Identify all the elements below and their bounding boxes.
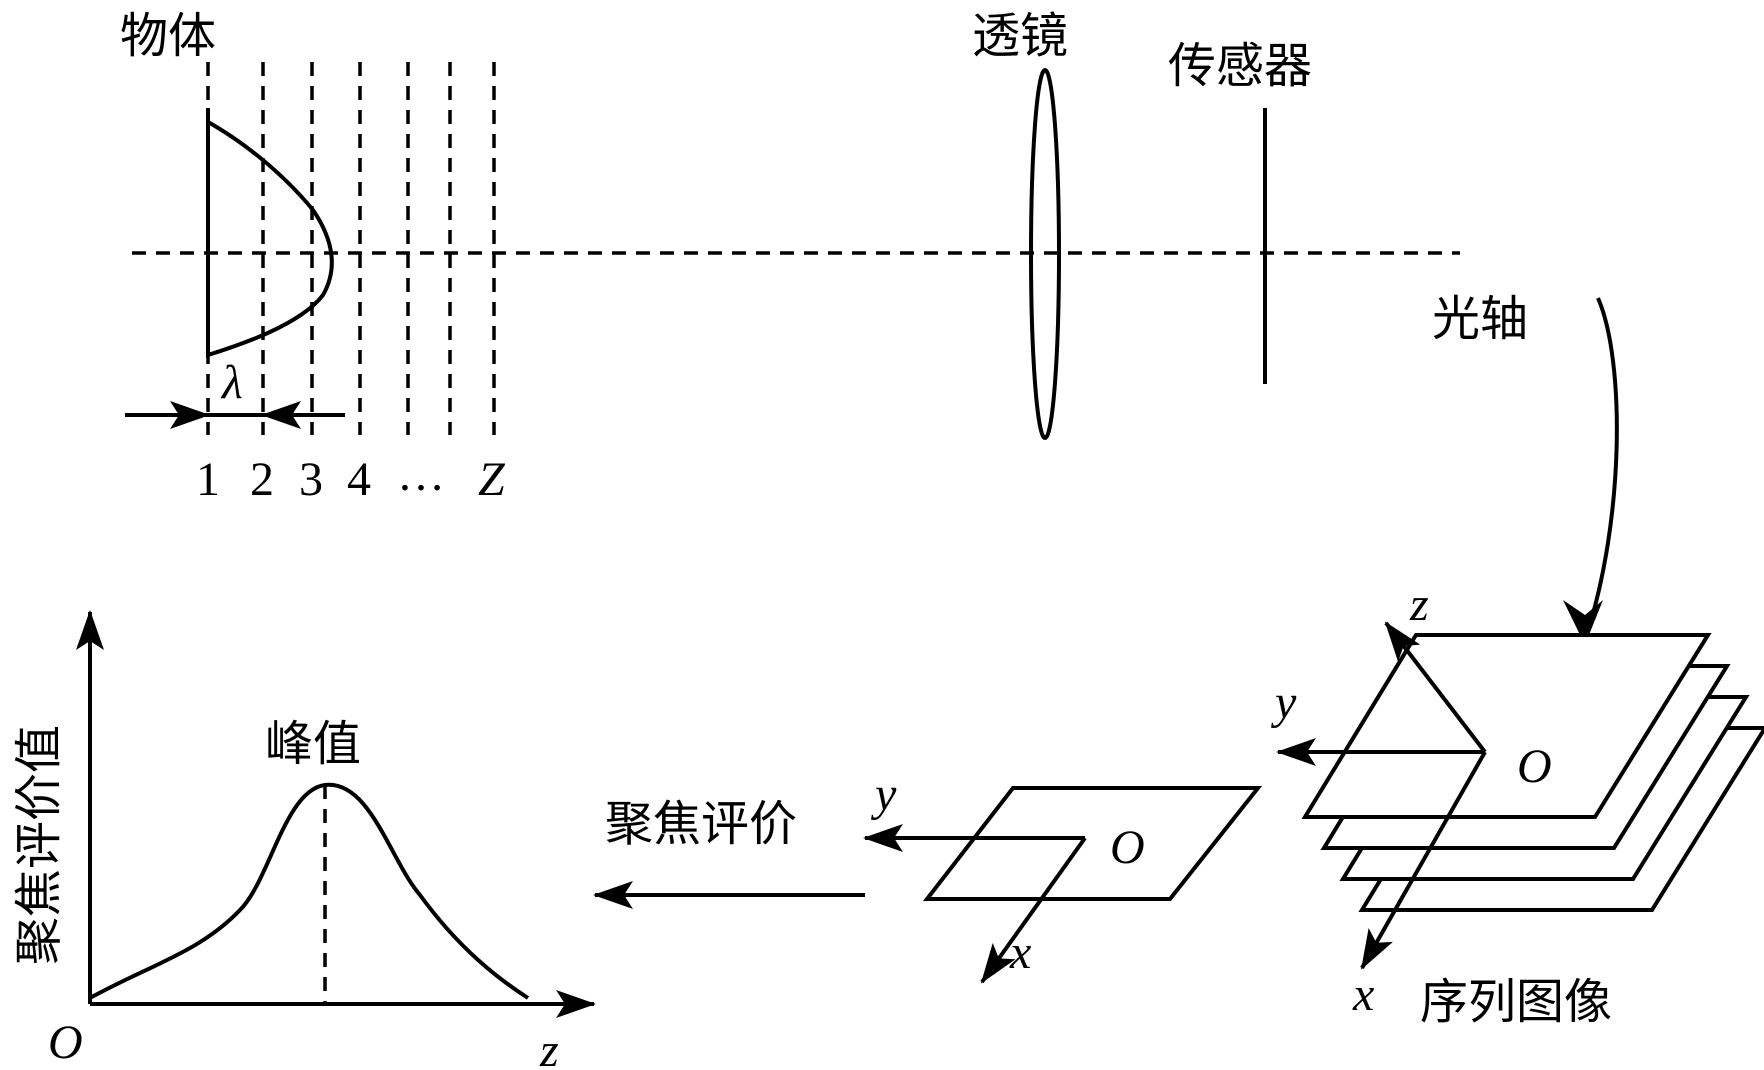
- sensor-label: 传感器: [1168, 38, 1312, 94]
- lambda-label: λ: [220, 356, 243, 409]
- position-label-4: 4: [347, 453, 371, 506]
- curve-y-label: 聚焦评价值: [11, 725, 67, 965]
- position-ellipsis: …: [397, 448, 445, 501]
- optical-setup: 物体 λ 1 2 3 4 … Z 透镜 传感器 光轴: [120, 8, 1619, 645]
- position-label-2: 2: [250, 453, 274, 506]
- focus-curve-line: [89, 782, 530, 1000]
- stack-z-label: z: [1409, 578, 1429, 631]
- object-shape: [206, 108, 334, 358]
- image-stack: O z y x 序列图像: [1270, 578, 1764, 1030]
- stack-axis-x: [1360, 751, 1487, 970]
- single-x-label: x: [1009, 926, 1031, 979]
- lens-label: 透镜: [972, 8, 1068, 64]
- stack-x-label: x: [1352, 968, 1374, 1021]
- peak-label: 峰值: [265, 716, 361, 772]
- flow-arrow-curve: [1583, 297, 1619, 641]
- single-plane: [922, 786, 1263, 901]
- optical-axis-label: 光轴: [1432, 291, 1528, 347]
- curve-origin-label: O: [48, 1016, 83, 1069]
- stack-origin-label: O: [1517, 740, 1552, 793]
- stack-y-label: y: [1270, 676, 1297, 729]
- position-label-3: 3: [299, 453, 323, 506]
- single-image: O y x 聚焦评价: [593, 768, 1263, 984]
- lens-shape: [1029, 68, 1061, 440]
- position-label-z: Z: [478, 453, 506, 506]
- single-axis-x: [980, 836, 1087, 984]
- focus-eval-label: 聚焦评价: [605, 796, 797, 852]
- focus-curve-plot: 峰值 O z 聚焦评价值: [11, 610, 596, 1070]
- flow-arrow-head: [1563, 600, 1603, 645]
- sequence-images-label: 序列图像: [1420, 974, 1612, 1030]
- stack-plane-1: [1301, 633, 1712, 819]
- position-label-1: 1: [196, 453, 220, 506]
- single-y-label: y: [870, 768, 897, 821]
- single-origin-label: O: [1110, 821, 1145, 874]
- curve-x-label: z: [539, 1024, 559, 1070]
- stack-axis-z: [1384, 621, 1487, 754]
- object-label: 物体: [120, 8, 216, 64]
